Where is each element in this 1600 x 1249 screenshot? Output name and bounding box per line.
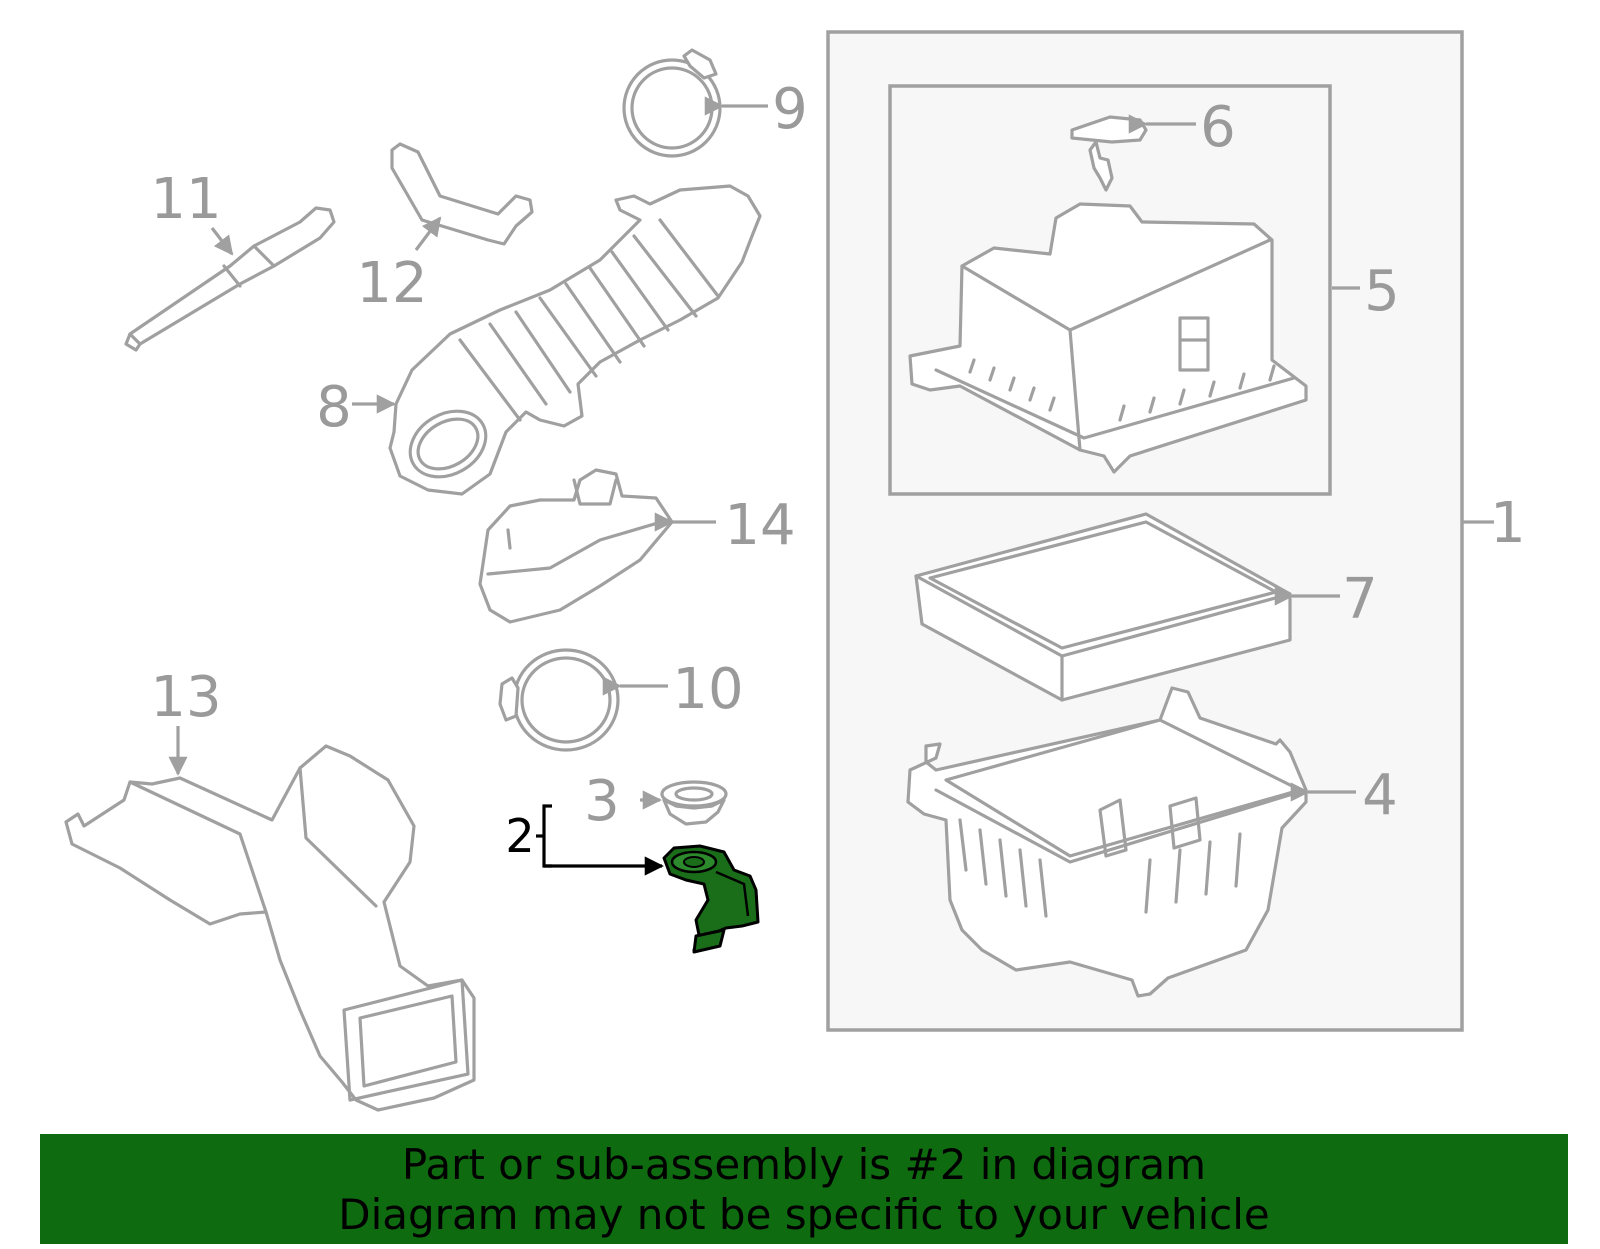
callout-12: 12 xyxy=(356,251,427,316)
part-6-clip[interactable] xyxy=(1070,114,1196,192)
callout-3: 3 xyxy=(584,769,620,834)
part-12-hose[interactable] xyxy=(390,142,534,251)
part-9-clamp[interactable] xyxy=(622,48,768,158)
banner-line-2: Diagram may not be specific to your vehi… xyxy=(338,1190,1270,1239)
parts-diagram: 1 2 3 4 5 6 7 8 9 10 11 12 13 14 xyxy=(64,30,1526,1112)
part-10-clamp[interactable] xyxy=(498,648,668,752)
part-5-cover[interactable] xyxy=(908,202,1308,474)
part-3-grommet[interactable] xyxy=(640,780,728,826)
callout-4: 4 xyxy=(1362,763,1398,828)
callout-10: 10 xyxy=(672,657,743,722)
callout-5: 5 xyxy=(1364,259,1400,324)
part-7-filter[interactable] xyxy=(914,512,1340,702)
part-14-resonator[interactable] xyxy=(478,468,716,624)
info-banner: Part or sub-assembly is #2 in diagram Di… xyxy=(40,1134,1568,1244)
callout-1: 1 xyxy=(1490,491,1526,556)
callout-7: 7 xyxy=(1342,567,1378,632)
callout-13: 13 xyxy=(150,665,221,730)
part-4-case[interactable] xyxy=(906,686,1356,998)
callout-2: 2 xyxy=(505,809,534,863)
callout-8: 8 xyxy=(316,375,352,440)
callout-9: 9 xyxy=(772,77,808,142)
callout-14: 14 xyxy=(724,493,795,558)
part-11-sensor[interactable] xyxy=(124,206,336,352)
part-13-air-duct[interactable] xyxy=(64,726,476,1112)
part-8-intake-hose[interactable] xyxy=(352,184,762,496)
banner-line-1: Part or sub-assembly is #2 in diagram xyxy=(401,1140,1207,1189)
callout-11: 11 xyxy=(150,167,221,232)
part-2-bracket-highlighted[interactable] xyxy=(536,804,760,954)
callout-6: 6 xyxy=(1200,95,1236,160)
